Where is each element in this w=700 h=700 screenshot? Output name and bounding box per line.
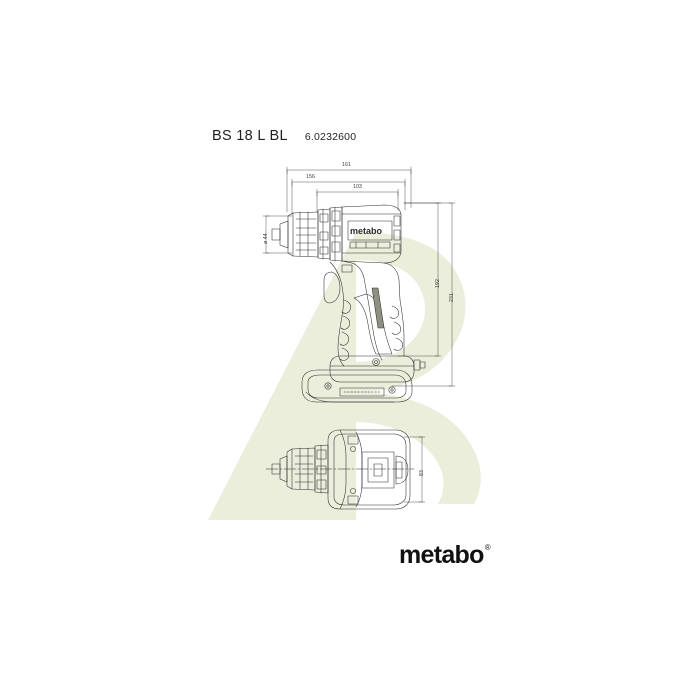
dim-label-body-length: 103 — [353, 184, 362, 190]
dimension-length-no-tip — [291, 178, 406, 215]
top-view — [265, 429, 415, 510]
dimension-overall-length — [286, 166, 412, 213]
dimension-chuck-diameter — [262, 215, 293, 254]
article-number: 6.0232600 — [304, 131, 357, 143]
dim-label-height-no-battery: 192 — [435, 279, 441, 288]
dim-label-overall-height: 231 — [449, 293, 455, 302]
dim-label-length-no-tip: 156 — [306, 174, 315, 180]
dim-label-chuck-diameter: ø 44 — [263, 233, 269, 244]
dim-label-overall-length: 161 — [342, 162, 351, 168]
housing-brand-text: metabo — [350, 226, 383, 236]
page-title: BS 18 L BL — [212, 128, 288, 144]
dimension-body-length — [316, 188, 399, 213]
metabo-logo: metabo ® — [399, 543, 491, 568]
brand-wordmark: metabo — [399, 541, 484, 569]
dimension-width — [403, 436, 426, 503]
side-view: metabo — [271, 204, 426, 403]
title-block: BS 18 L BL 6.0232600 — [212, 128, 356, 144]
dimension-overall-height — [391, 202, 456, 387]
dim-label-width: 83 — [419, 470, 425, 476]
registered-trademark-icon: ® — [484, 543, 491, 552]
